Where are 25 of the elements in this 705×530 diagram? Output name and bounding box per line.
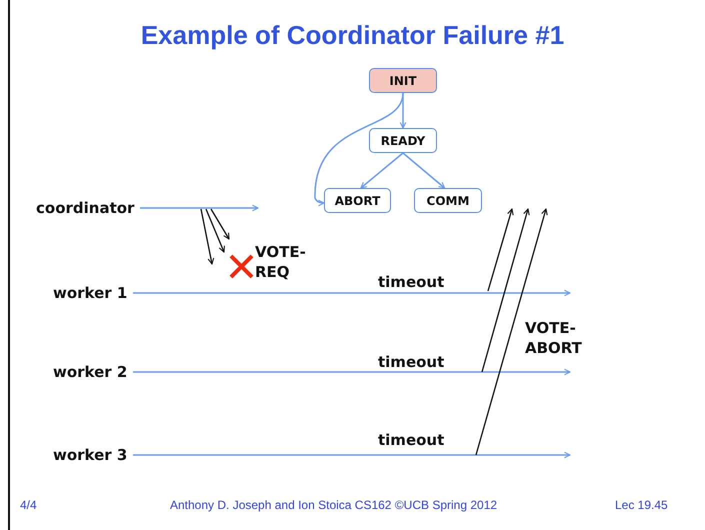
arrow <box>400 93 406 129</box>
process-label: worker 3 <box>53 445 128 465</box>
arrow <box>140 204 259 212</box>
message-label: VOTE-REQ <box>255 242 307 282</box>
timeout-label: timeout <box>378 272 444 292</box>
timeout-label: timeout <box>378 352 444 372</box>
slide-title: Example of Coordinator Failure #1 <box>140 20 566 51</box>
state-box: ABORT <box>324 188 391 213</box>
state-box: COMM <box>414 188 482 213</box>
lecture-number: Lec 19.45 <box>615 498 668 512</box>
page-number: 4/4 <box>20 498 37 512</box>
arrow <box>314 92 404 206</box>
arrow <box>360 152 404 189</box>
arrow <box>133 290 571 296</box>
process-label: coordinator <box>36 198 134 218</box>
process-label: worker 1 <box>53 283 128 303</box>
footer-credit: Anthony D. Joseph and Ion Stoica CS162 ©UCB Spring 2012 <box>170 498 498 512</box>
arrow <box>133 452 571 458</box>
message-label: VOTE-ABORT <box>525 318 583 358</box>
arrow <box>402 152 446 189</box>
arrow <box>133 368 571 376</box>
state-box: READY <box>369 128 437 153</box>
state-box: INIT <box>369 68 437 93</box>
process-label: worker 2 <box>53 362 128 382</box>
timeout-label: timeout <box>378 430 444 450</box>
